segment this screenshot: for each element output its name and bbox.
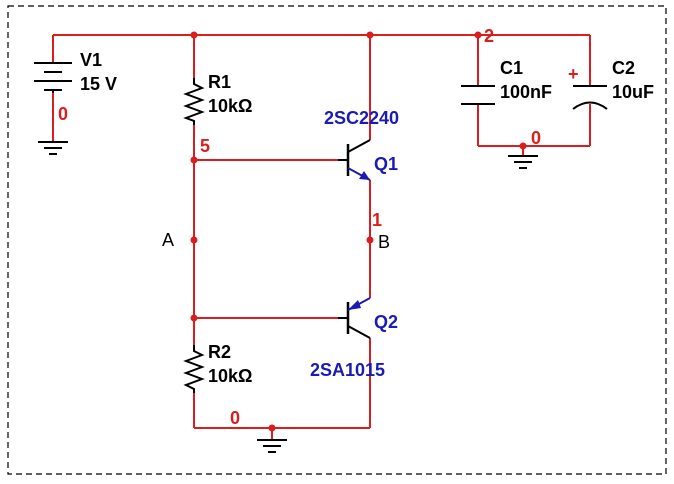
c2-polarity-label: +	[568, 64, 579, 84]
resistor-r1	[183, 78, 205, 125]
q1-part-label: 2SC2240	[324, 108, 399, 128]
capacitor-c1	[461, 85, 495, 105]
junction-bottom-ground	[268, 424, 276, 432]
junction-node-5	[190, 156, 198, 164]
r1-ref-label: R1	[208, 72, 231, 92]
q2-ref-label: Q2	[374, 312, 398, 332]
q1-emitter-arrow-icon	[359, 171, 370, 180]
junction-probe-a	[190, 236, 198, 244]
net-label-cap-ground: 0	[531, 128, 541, 148]
c1-ref-label: C1	[500, 58, 523, 78]
v1-value-label: 15 V	[80, 74, 117, 94]
v1-ref-label: V1	[80, 50, 102, 70]
net-label-2: 2	[484, 26, 494, 46]
ground-icon	[257, 439, 287, 453]
probe-label-b: B	[378, 232, 390, 252]
net-label-5: 5	[200, 136, 210, 156]
q2-part-label: 2SA1015	[310, 360, 385, 380]
r2-ref-label: R2	[208, 342, 231, 362]
junction-r1-top	[190, 31, 198, 39]
junction-q1-collector	[366, 31, 374, 39]
c2-value-label: 10uF	[612, 82, 654, 102]
ground-icon	[38, 141, 68, 155]
probe-label-a: A	[162, 230, 174, 250]
c1-value-label: 100nF	[500, 82, 552, 102]
capacitor-c2	[572, 85, 608, 110]
q1-ref-label: Q1	[374, 154, 398, 174]
ground-icon	[508, 155, 538, 169]
transistor-q1	[338, 139, 371, 181]
junction-r2-top	[190, 314, 198, 322]
schematic-border	[7, 5, 667, 475]
net-label-bottom-ground: 0	[230, 408, 240, 428]
junction-cap-ground	[519, 142, 527, 150]
net-label-v1-ground: 0	[58, 104, 68, 124]
junctions	[190, 31, 527, 432]
junction-node-2	[474, 31, 482, 39]
junction-probe-b	[366, 236, 374, 244]
battery-v1	[34, 62, 72, 93]
r1-value-label: 10kΩ	[208, 96, 252, 116]
c2-ref-label: C2	[612, 58, 635, 78]
wires	[52, 34, 591, 440]
transistor-q2	[338, 297, 371, 339]
resistor-r2	[183, 345, 205, 393]
q2-emitter-arrow-icon	[348, 300, 361, 310]
net-label-1: 1	[372, 210, 382, 230]
r2-value-label: 10kΩ	[208, 366, 252, 386]
